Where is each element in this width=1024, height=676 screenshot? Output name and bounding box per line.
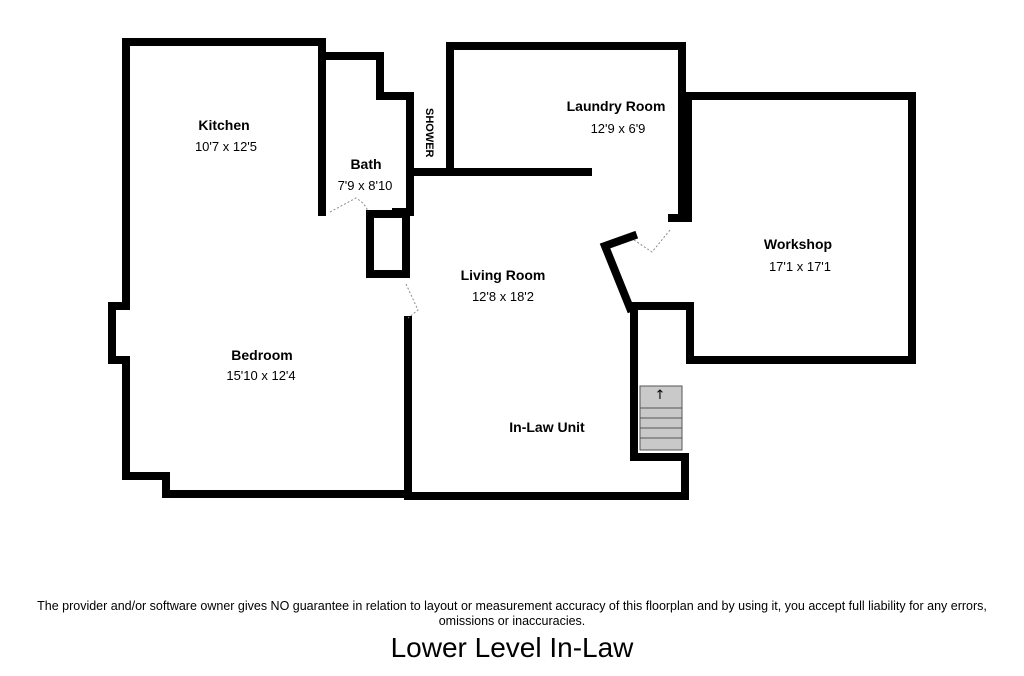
wall-workshop bbox=[630, 92, 916, 364]
door-bath bbox=[329, 197, 369, 213]
bedroom-label: Bedroom bbox=[231, 347, 292, 363]
shower-label: SHOWER bbox=[423, 108, 435, 158]
disclaimer-text: The provider and/or software owner gives… bbox=[37, 599, 987, 628]
living-label: Living Room bbox=[461, 267, 546, 283]
wall-living-angled bbox=[599, 230, 639, 314]
wall-living-right bbox=[404, 308, 689, 500]
bath-dims: 7'9 x 8'10 bbox=[338, 178, 393, 193]
workshop-label: Workshop bbox=[764, 236, 832, 252]
bedroom-dims: 15'10 x 12'4 bbox=[226, 368, 295, 383]
laundry-dims: 12'9 x 6'9 bbox=[591, 121, 646, 136]
closet bbox=[366, 210, 410, 278]
wall-kitchen-bedroom-outer bbox=[108, 38, 410, 498]
plan-title: Lower Level In-Law bbox=[390, 632, 634, 663]
unit-label: In-Law Unit bbox=[509, 419, 585, 435]
wall-laundry bbox=[446, 42, 686, 222]
kitchen-dims: 10'7 x 12'5 bbox=[195, 139, 257, 154]
stairs: ↑ bbox=[639, 385, 683, 451]
door-living bbox=[405, 283, 419, 319]
bath-label: Bath bbox=[350, 156, 381, 172]
kitchen-label: Kitchen bbox=[198, 117, 249, 133]
door-workshop bbox=[633, 229, 671, 253]
workshop-dims: 17'1 x 17'1 bbox=[769, 259, 831, 274]
laundry-label: Laundry Room bbox=[567, 98, 666, 114]
living-dims: 12'8 x 18'2 bbox=[472, 289, 534, 304]
stair-arrow-icon: ↑ bbox=[655, 388, 666, 403]
